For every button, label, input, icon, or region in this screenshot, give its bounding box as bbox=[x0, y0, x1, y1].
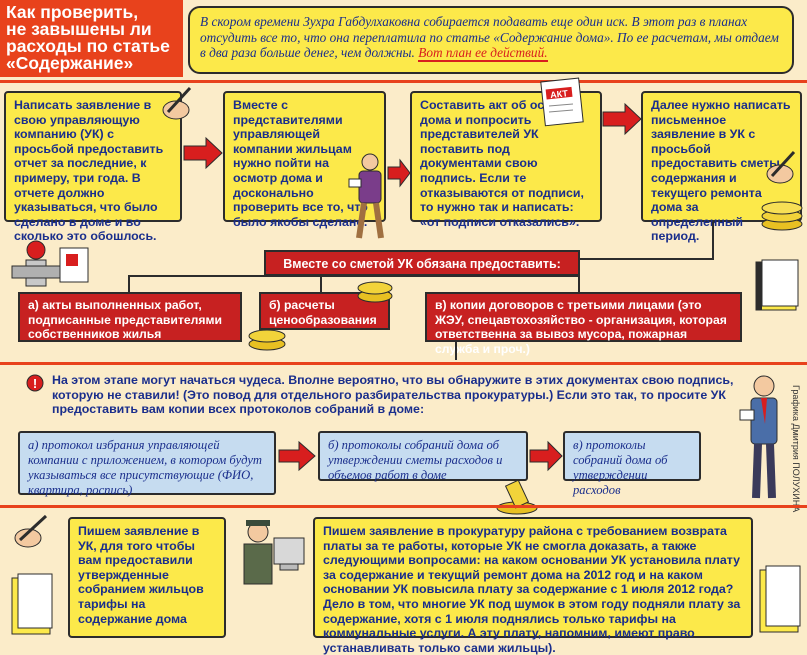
intro-text: В скором времени Зухра Габдулхаковна соб… bbox=[200, 14, 779, 60]
connector-line bbox=[455, 342, 457, 360]
pen-hand-icon bbox=[162, 86, 192, 120]
policeman-at-computer-icon bbox=[243, 520, 305, 585]
divider bbox=[0, 80, 807, 83]
step-1-box: Написать заявление в свою управляющую ко… bbox=[4, 91, 182, 243]
bottom-right-text: Пишем заявление в прокуратуру района с т… bbox=[323, 524, 741, 655]
step-2-box: Вместе с представителями управляющей ком… bbox=[223, 91, 386, 229]
arrow-right-icon bbox=[387, 158, 411, 188]
protocol-item-a-text: а) протокол избрания управляющей компани… bbox=[28, 438, 263, 497]
bottom-left-box: Пишем заявление в УК, для того чтобы вам… bbox=[68, 517, 226, 638]
folder-icon bbox=[755, 259, 799, 311]
provide-item-c: в) копии договоров с третьими лицами (эт… bbox=[425, 292, 742, 356]
divider bbox=[0, 505, 807, 508]
bottom-right-box: Пишем заявление в прокуратуру района с т… bbox=[313, 517, 753, 655]
title-line: Как проверить, bbox=[6, 2, 139, 22]
credit: Графика Дмитрия ПОЛУХИНА bbox=[791, 385, 801, 513]
plan-link: Вот план ее действий. bbox=[418, 45, 548, 62]
step-4-text: Далее нужно написать письменное заявлени… bbox=[651, 98, 791, 244]
coins-icon bbox=[761, 201, 803, 231]
provide-item-a-text: а) акты выполненных работ, подписанные п… bbox=[28, 298, 223, 341]
connector-line bbox=[128, 275, 130, 292]
act-document-icon: АКТ bbox=[540, 77, 584, 127]
banner-text: Вместе со сметой УК обязана предоставить… bbox=[283, 257, 561, 271]
warning-body: На этом этапе могут начаться чудеса. Впо… bbox=[52, 373, 734, 417]
arrow-right-icon bbox=[278, 440, 316, 472]
warning-text: На этом этапе могут начаться чудеса. Впо… bbox=[52, 373, 742, 417]
protocol-item-b-text: б) протоколы собраний дома об утверждени… bbox=[328, 438, 503, 482]
arrow-right-icon bbox=[183, 136, 223, 170]
connector-line bbox=[320, 275, 322, 292]
coins-icon bbox=[248, 329, 286, 351]
protocol-item-c-text: в) протоколы собраний дома об утверждени… bbox=[573, 438, 668, 497]
pen-document-icon bbox=[11, 514, 53, 635]
provide-banner: Вместе со сметой УК обязана предоставить… bbox=[264, 250, 580, 276]
warning-icon-glyph: ! bbox=[33, 376, 37, 391]
warning-icon: ! bbox=[26, 374, 44, 392]
step-4-box: Далее нужно написать письменное заявлени… bbox=[641, 91, 802, 243]
provide-item-c-text: в) копии договоров с третьими лицами (эт… bbox=[435, 298, 727, 356]
step-3-text: Составить акт об осмотре дома и попросит… bbox=[420, 98, 584, 229]
page-title: Как проверить, не завышены ли расходы по… bbox=[0, 0, 183, 77]
connector-line bbox=[712, 222, 714, 260]
bottom-left-text: Пишем заявление в УК, для того чтобы вам… bbox=[78, 524, 204, 626]
man-in-suit-icon bbox=[739, 375, 778, 499]
connector-line bbox=[578, 258, 714, 260]
title-line: не завышены ли bbox=[6, 19, 152, 39]
provide-item-b-text: б) расчеты ценообразования bbox=[269, 298, 377, 327]
coins-icon bbox=[357, 281, 393, 303]
protocol-item-b: б) протоколы собраний дома об утверждени… bbox=[318, 431, 528, 482]
protocol-item-c: в) протоколы собраний дома об утверждени… bbox=[563, 431, 701, 497]
step-2-text: Вместе с представителями управляющей ком… bbox=[233, 98, 368, 229]
title-line: «Содержание» bbox=[6, 53, 134, 73]
document-stack-icon bbox=[759, 565, 801, 633]
connector-line bbox=[578, 275, 580, 292]
pen-hand-icon bbox=[766, 150, 796, 184]
stamp-icon bbox=[496, 479, 538, 515]
person-icon bbox=[348, 153, 384, 239]
title-line: расходы по статье bbox=[6, 36, 170, 56]
provide-item-a: а) акты выполненных работ, подписанные п… bbox=[18, 292, 242, 342]
connector-line bbox=[128, 275, 580, 277]
valve-icon bbox=[11, 240, 61, 287]
step-1-text: Написать заявление в свою управляющую ко… bbox=[14, 98, 164, 244]
arrow-right-icon bbox=[602, 102, 642, 136]
arrow-right-icon bbox=[529, 440, 563, 472]
document-icon bbox=[59, 247, 89, 283]
protocol-item-a: а) протокол избрания управляющей компани… bbox=[18, 431, 276, 497]
intro-callout: В скором времени Зухра Габдулхаковна соб… bbox=[188, 6, 794, 74]
act-label: АКТ bbox=[550, 88, 569, 100]
divider bbox=[0, 362, 807, 365]
